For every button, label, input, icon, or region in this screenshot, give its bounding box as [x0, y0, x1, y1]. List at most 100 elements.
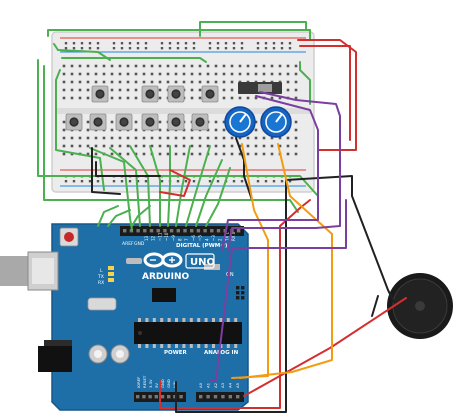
wire-red-buzzer: [243, 297, 407, 397]
wire-black-bb: [95, 161, 161, 177]
crystal: [126, 258, 142, 264]
wire-green-left2: [43, 65, 299, 213]
wire-green-d7: [185, 145, 211, 227]
analog-label: ANALOG IN: [204, 350, 239, 356]
atmega-chip: [134, 318, 242, 348]
usb-port-icon: [0, 251, 59, 291]
digital-pin-label: ~10: [164, 232, 169, 241]
analog-pin-label: A1: [205, 382, 210, 388]
wire-green-d10: [149, 145, 161, 227]
analog-pin-label: A2: [213, 382, 218, 388]
pushbutton-group: [65, 85, 219, 131]
power-rail-top: [64, 42, 292, 50]
reset-button-icon[interactable]: [59, 227, 79, 247]
digital-pin-label: ~9: [171, 235, 176, 241]
potentiometer-2[interactable]: [260, 106, 292, 138]
capacitor-2: [110, 344, 130, 364]
svg-text:5V: 5V: [154, 383, 159, 388]
wire-black-pot: [235, 137, 253, 201]
digital-header: [120, 226, 244, 236]
wire-orange-a1: [239, 143, 333, 379]
pushbutton-5[interactable]: [89, 113, 107, 131]
wire-green-d12: [109, 147, 141, 227]
wire-black-buzzer: [371, 295, 379, 317]
wire-black-left: [91, 147, 121, 195]
power-pin-labels: IOREF RESET 3.3V 5V GND GND VIN: [136, 375, 177, 388]
digital-label: DIGITAL (PWM~): [176, 243, 228, 249]
on-label: ON: [226, 272, 234, 278]
potentiometer-1[interactable]: [224, 106, 256, 138]
analog-pin-label: A4: [228, 382, 233, 388]
wire-green-d6: [195, 159, 223, 227]
digital-pin-label: ~5: [198, 235, 203, 241]
pushbutton-4[interactable]: [65, 113, 83, 131]
svg-text:GND: GND: [160, 379, 165, 388]
pushbutton-7[interactable]: [141, 113, 159, 131]
digital-pin-label: ~3: [211, 235, 216, 241]
svg-text:VIN: VIN: [172, 381, 177, 388]
aref-label: AREF: [122, 241, 134, 247]
wire-green-inner: [55, 69, 105, 191]
pushbutton-1[interactable]: [91, 85, 109, 103]
pushbutton-8[interactable]: [167, 113, 185, 131]
tx-led-icon: [108, 272, 114, 276]
pushbutton-10[interactable]: [201, 85, 219, 103]
l-led-icon: [108, 266, 114, 270]
wire-purple-2: [221, 95, 319, 251]
digital-pin-label: TX 1: [224, 232, 229, 242]
dc-jack-icon: [38, 340, 72, 372]
rx-label: RX: [98, 280, 104, 286]
pushbutton-9[interactable]: [191, 113, 209, 131]
wire-red-right2: [299, 45, 351, 141]
smd-part: [204, 264, 220, 270]
wire-purple-3: [209, 199, 347, 381]
regulator: [87, 297, 117, 311]
svg-text:IOREF: IOREF: [136, 377, 141, 388]
wire-green-top: [47, 29, 311, 41]
arduino-model: UNO: [190, 257, 215, 268]
wire-green-d13: [89, 147, 133, 231]
digital-pin-label: 2: [218, 238, 223, 241]
wire-green-extra: [97, 205, 119, 227]
usb-chip: [152, 288, 176, 302]
analog-pin-label: A3: [220, 382, 225, 388]
tx-label: TX: [97, 274, 104, 280]
icsp-header: [236, 286, 245, 300]
pushbutton-3[interactable]: [167, 85, 185, 103]
analog-pin-label: A0: [198, 382, 203, 388]
svg-text:RESET: RESET: [142, 375, 147, 388]
digital-pin-label: 12: [151, 235, 156, 241]
infinity-logo-icon: [143, 252, 183, 268]
wire-green-extra2: [107, 209, 131, 227]
digital-pin-label: RX 0: [231, 231, 236, 241]
gnd-label: GND: [134, 241, 145, 247]
wire-green-extra3: [131, 205, 151, 227]
piezo-buzzer-icon[interactable]: [387, 273, 453, 339]
rx-led-icon: [108, 278, 114, 282]
digital-pin-label: ~6: [191, 235, 196, 241]
arduino-brand: ARDUINO: [142, 272, 190, 282]
digital-pin-label: 8: [178, 238, 183, 241]
pushbutton-2[interactable]: [141, 85, 159, 103]
wire-green-d8: [175, 145, 191, 227]
capacitor-1: [88, 344, 108, 364]
wire-red-mid: [159, 169, 191, 197]
svg-text:3.3V: 3.3V: [148, 379, 153, 388]
digital-pin-label: 7: [184, 238, 189, 241]
wire-green-right: [299, 61, 311, 105]
arduino-uno-board: ARDUINO UNO DIGITAL (PWM~) AREF GND L TX…: [0, 223, 249, 411]
l-label: L: [100, 268, 103, 274]
slide-switch[interactable]: [238, 82, 282, 94]
bottom-pin-holes: [136, 395, 240, 399]
wire-green-tl: [53, 43, 111, 61]
digital-pin-label: ~11: [157, 232, 162, 241]
svg-text:GND: GND: [166, 379, 171, 388]
wire-green-mid: [61, 57, 207, 63]
analog-header: [196, 392, 244, 402]
power-label: POWER: [164, 350, 188, 356]
wire-green-d9: [167, 145, 171, 227]
pushbutton-6[interactable]: [115, 113, 133, 131]
